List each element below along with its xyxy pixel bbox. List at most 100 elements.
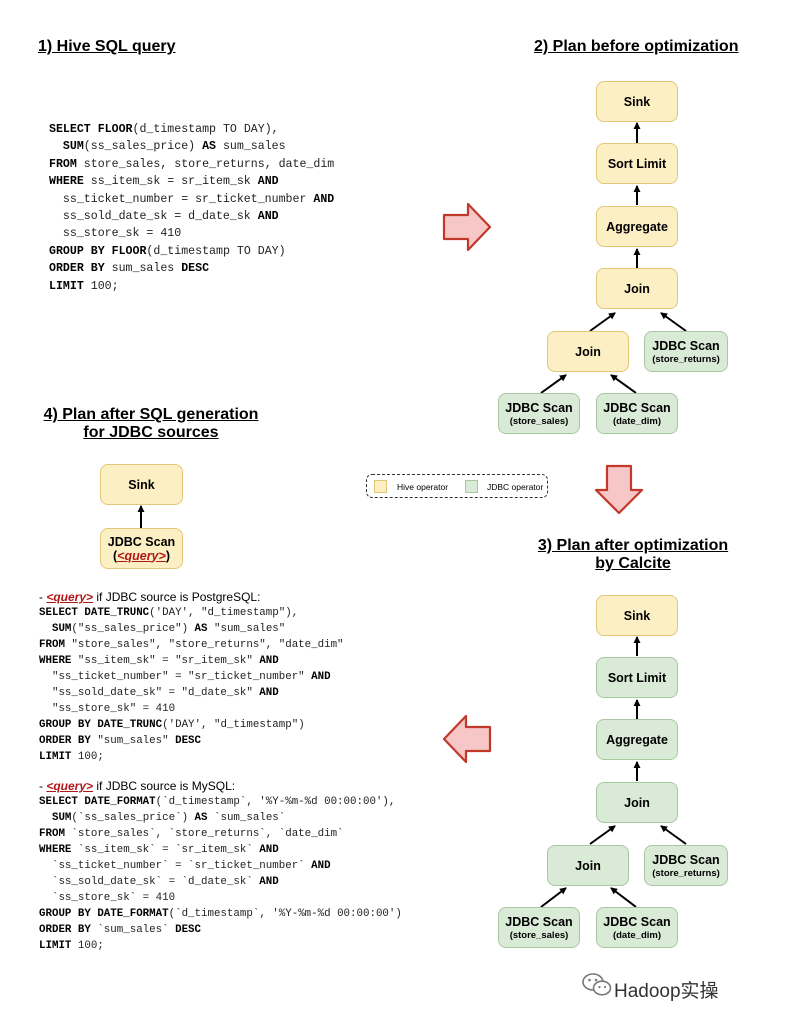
sql-text: "ss_sold_date_sk" = "d_date_sk" [39, 687, 260, 699]
sql-text: `sum_sales` [97, 924, 176, 936]
edge-join-join [589, 312, 616, 332]
sql-keyword: AND [313, 192, 335, 206]
code-line: GROUP BY DATE_TRUNC('DAY', "d_timestamp"… [39, 717, 344, 733]
code-line: SUM(ss_sales_price) AS sum_sales [49, 138, 334, 155]
sql-keyword: AND [257, 210, 279, 224]
sql-text: `ss_ticket_number` = `sr_ticket_number` [39, 860, 312, 872]
sql-text: 100; [77, 940, 104, 952]
node-query-tag: <query> [117, 548, 166, 563]
code-line: SUM(`ss_sales_price`) AS `sum_sales` [39, 810, 402, 826]
sql-text: ss_item_sk = sr_item_sk [90, 175, 258, 189]
sql-keyword: DATE_FORMAT [97, 908, 169, 920]
sql-keyword: AS [202, 140, 216, 154]
sql-keyword: AS [194, 812, 208, 824]
node-label: Join [575, 858, 601, 873]
sql-keyword: ORDER BY [39, 924, 98, 936]
node-query-close: ) [165, 548, 170, 563]
sql-text: sum_sales [216, 140, 286, 154]
node-join-top: Join [596, 268, 678, 309]
section-2-heading: 2) Plan before optimization [534, 38, 739, 55]
sql-keyword: SELECT [49, 123, 98, 136]
node-label: JDBC Scan [652, 338, 720, 353]
sql-keyword: ORDER BY [39, 735, 98, 747]
code-line: SELECT DATE_TRUNC('DAY', "d_timestamp"), [39, 605, 344, 621]
sql-text: "sum_sales" [207, 623, 286, 635]
node-scan-store-sales: JDBC Scan (store_sales) [498, 393, 580, 434]
sql-keyword: AND [259, 655, 279, 667]
sql-text [39, 623, 52, 635]
sql-keyword: FLOOR [97, 123, 133, 136]
sql-text: store_sales, store_returns, date_dim [83, 157, 335, 171]
code-line: LIMIT 100; [39, 938, 402, 954]
sql-text: (`d_timestamp`, '%Y-%m-%d 00:00:00') [168, 908, 402, 920]
node3-jdbc-scan-query: JDBC Scan (<query>) [100, 528, 183, 569]
sql-keyword: SUM [51, 623, 72, 635]
code-line: FROM store_sales, store_returns, date_di… [49, 156, 334, 173]
sql-keyword: AND [259, 844, 279, 856]
code-line: "ss_sold_date_sk" = "d_date_sk" AND [39, 685, 344, 701]
arrow-left-icon [442, 714, 492, 764]
code-line: WHERE "ss_item_sk" = "sr_item_sk" AND [39, 653, 344, 669]
sql-keyword: SELECT [39, 796, 85, 808]
sql-keyword: GROUP BY [49, 244, 112, 258]
sql-keyword: AND [257, 175, 279, 189]
legend: Hive operator JDBC operator [366, 474, 548, 498]
code-line: ss_ticket_number = sr_ticket_number AND [49, 191, 334, 208]
node3-sink: Sink [100, 464, 183, 505]
sql-text: "sum_sales" [97, 735, 176, 747]
edge-sales-join [540, 374, 567, 394]
node-scan-store-returns: JDBC Scan (store_returns) [644, 331, 728, 372]
mysql-sql-query: SELECT DATE_FORMAT(`d_timestamp`, '%Y-%m… [39, 794, 402, 954]
sql-text: "store_sales", "store_returns", "date_di… [71, 639, 344, 651]
code-line: WHERE `ss_item_sk` = `sr_item_sk` AND [39, 842, 402, 858]
code-line: GROUP BY DATE_FORMAT(`d_timestamp`, '%Y-… [39, 906, 402, 922]
sql-text: `ss_item_sk` = `sr_item_sk` [77, 844, 260, 856]
node2-join-top: Join [596, 782, 678, 823]
node-label: JDBC Scan [107, 534, 176, 549]
section-4-heading-line1: 4) Plan after SQL generation [43, 406, 259, 423]
sql-keyword: WHERE [39, 655, 78, 667]
node-query-line: (<query>) [113, 549, 170, 563]
node2-aggregate: Aggregate [596, 719, 678, 760]
node-join-bottom: Join [547, 331, 629, 372]
sql-text: ss_store_sk = 410 [49, 227, 182, 241]
edge2-join-join [589, 825, 616, 845]
code-line: ORDER BY `sum_sales` DESC [39, 922, 402, 938]
code-line: ss_store_sk = 410 [49, 225, 334, 242]
node-label: Sort Limit [607, 670, 667, 685]
sql-text: ("ss_sales_price") [71, 623, 195, 635]
hive-sql-query: SELECT FLOOR(d_timestamp TO DAY), SUM(ss… [49, 121, 334, 295]
sql-text: ('DAY', "d_timestamp") [162, 719, 305, 731]
sql-text: (d_timestamp TO DAY) [146, 244, 286, 258]
node-label: JDBC Scan [505, 400, 573, 415]
node-query-open: ( [113, 548, 118, 563]
node2-join-bottom: Join [547, 845, 629, 886]
edge-date-join [610, 374, 637, 394]
node-sublabel: (store_sales) [509, 415, 569, 427]
code-line: LIMIT 100; [39, 749, 344, 765]
node-label: JDBC Scan [603, 914, 671, 929]
code-line: ORDER BY sum_sales DESC [49, 260, 334, 277]
code-line: SELECT DATE_FORMAT(`d_timestamp`, '%Y-%m… [39, 794, 402, 810]
node-sublabel: (store_returns) [652, 867, 720, 879]
sql-keyword: FROM [49, 157, 84, 171]
sql-keyword: LIMIT [39, 940, 78, 952]
section-3-heading-line1: 3) Plan after optimization [537, 537, 729, 554]
sql-keyword: AND [311, 860, 331, 872]
sql-text [39, 812, 52, 824]
sql-keyword: SUM [62, 140, 84, 154]
edge2-sales-join [540, 887, 567, 908]
watermark-text: Hadoop实操 [614, 981, 719, 1002]
node-label: Sink [623, 94, 651, 109]
sql-text: (`ss_sales_price`) [71, 812, 195, 824]
sql-text: "ss_store_sk" = 410 [39, 703, 176, 715]
node2-scan-store-sales: JDBC Scan (store_sales) [498, 907, 580, 948]
sql-keyword: AND [259, 687, 279, 699]
node-label: JDBC Scan [652, 852, 720, 867]
mysql-query-tag: <query> [46, 779, 94, 793]
node-aggregate: Aggregate [596, 206, 678, 247]
watermark: Hadoop实操 [582, 973, 719, 1003]
sql-text: ('DAY', "d_timestamp"), [149, 607, 299, 619]
code-line: FROM "store_sales", "store_returns", "da… [39, 637, 344, 653]
code-line: WHERE ss_item_sk = sr_item_sk AND [49, 173, 334, 190]
